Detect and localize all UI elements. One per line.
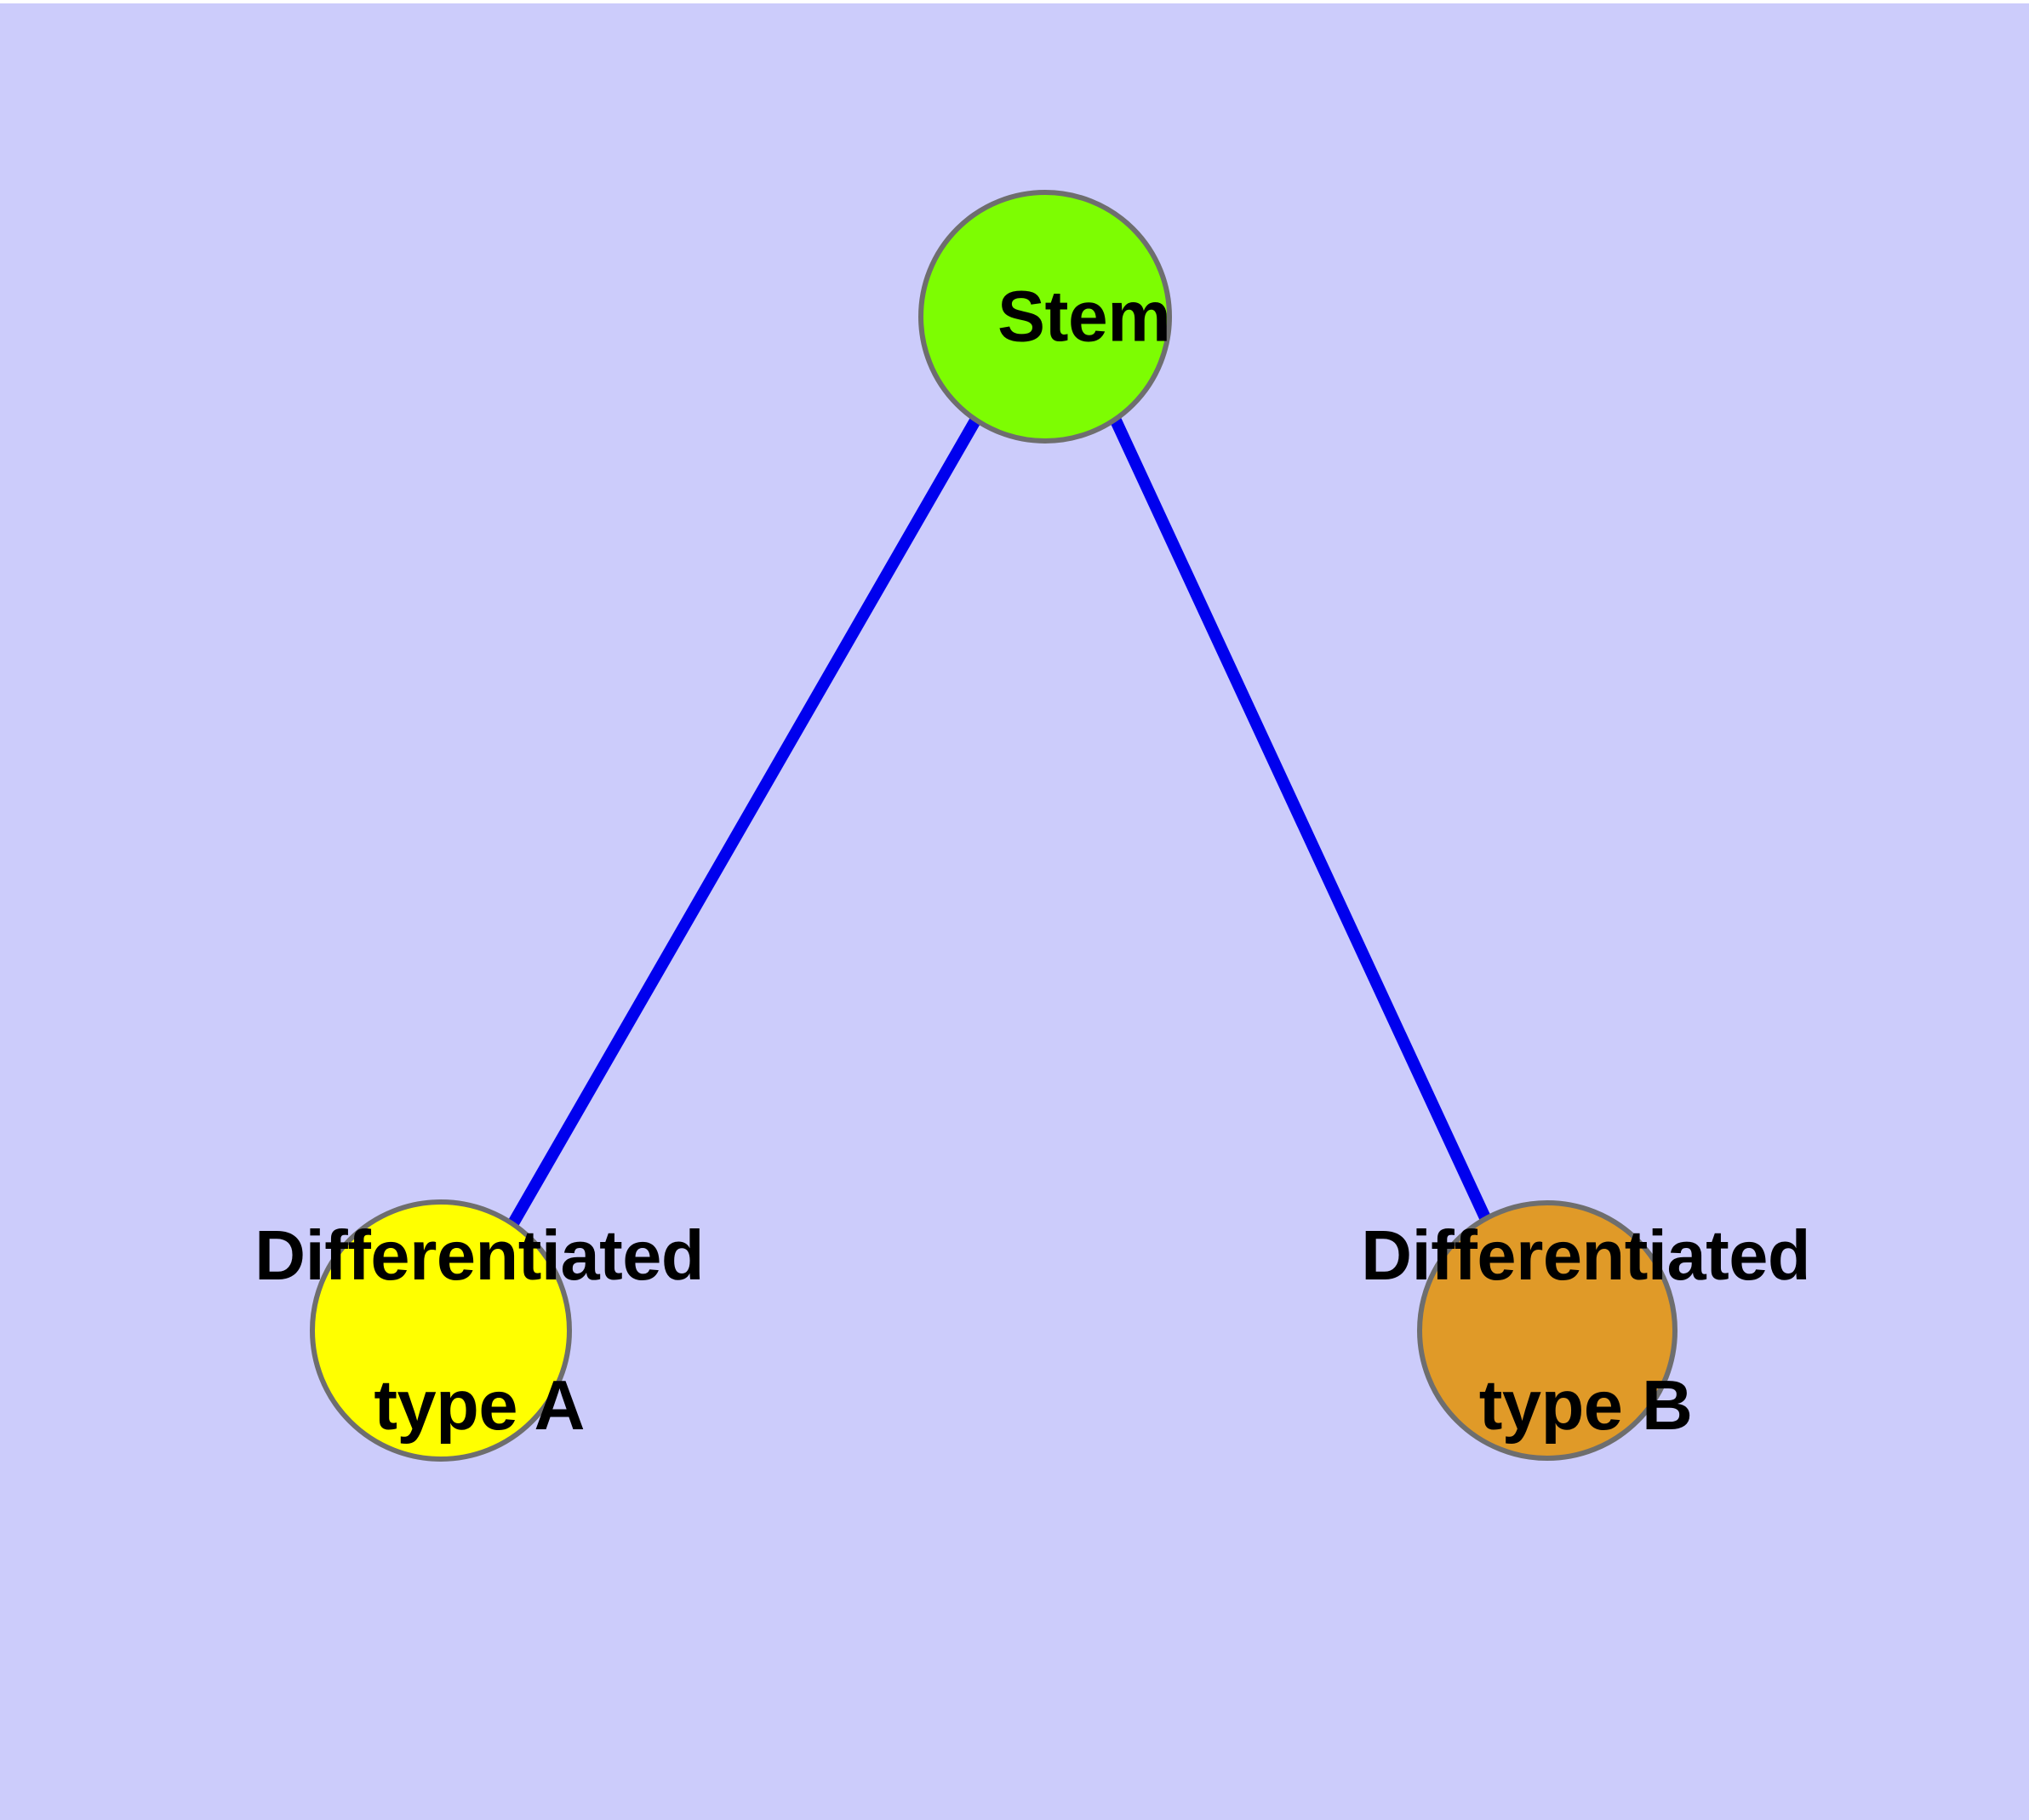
edge-stem-to-diff-b bbox=[1110, 418, 1494, 1226]
node-layer bbox=[310, 190, 1677, 1462]
node-circle-diff-a[interactable] bbox=[310, 1199, 572, 1462]
edge-stem-to-diff-a bbox=[507, 417, 981, 1227]
node-circle-diff-b[interactable] bbox=[1417, 1200, 1677, 1461]
node-circle-stem[interactable] bbox=[918, 190, 1172, 444]
edge-layer bbox=[507, 417, 1494, 1227]
